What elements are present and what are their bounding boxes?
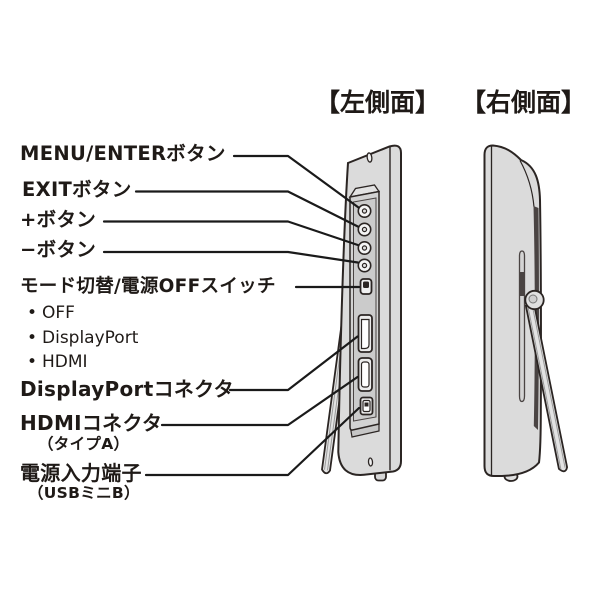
right-view-title: 【右側面】 [461,88,587,117]
mode-option-hdmi-text: HDMI [42,352,88,373]
label-hdmi-connector: HDMIコネクタ [20,411,163,435]
button-dot [361,226,368,233]
mode-option-hdmi: •HDMI [27,350,138,375]
label-exit-button: EXITボタン [22,178,132,201]
label-power-input: 電源入力端子 [20,461,142,485]
leader-exit [134,190,359,228]
stand-hinge [524,289,545,311]
mode-option-displayport: •DisplayPort [27,326,138,351]
leader-hdmi [160,375,359,427]
mode-option-off: •OFF [27,301,138,326]
menu-enter-button [357,204,372,219]
usb-mini-b-port [359,396,374,416]
right-stand-leg-ridges [527,304,566,470]
label-minus-button: −ボタン [20,238,97,261]
leader-displayport [228,335,359,392]
bullet-icon: • [27,327,38,348]
hdmi-port [357,357,373,392]
leader-power [144,406,361,477]
port-opening [360,318,370,350]
label-hdmi-type: （タイプA） [38,435,130,453]
left-view-title: 【左側面】 [315,88,441,117]
label-power-type: （USBミニB） [28,484,140,502]
port-pin [364,402,369,407]
label-plus-button: +ボタン [20,208,97,231]
button-dot [361,245,368,251]
left-side-view-illustration [321,144,402,482]
stand-groove-shadow [519,272,525,296]
bullet-icon: • [27,303,38,323]
mode-power-switch [359,278,373,295]
screw-hole-top [366,152,373,163]
leader-plus [102,220,359,247]
switch-knob [363,281,369,288]
leader-menu-enter [232,154,360,209]
back-shell-seam [519,160,535,208]
label-displayport-connector: DisplayPortコネクタ [20,377,234,401]
label-menu-enter-button: MENU/ENTERボタン [20,142,226,165]
label-mode-power-switch: モード切替/電源OFFスイッチ [20,276,276,297]
leader-minus [102,250,359,264]
button-dot [361,262,368,269]
mode-option-off-text: OFF [42,303,75,323]
mode-options-list: •OFF •DisplayPort •HDMI [27,301,138,375]
leader-lines [102,154,361,477]
button-dot [361,208,368,214]
displayport-port [357,314,373,353]
exit-button [357,222,372,237]
bullet-icon: • [27,352,38,373]
right-device-body [483,144,542,477]
plus-button [357,241,372,256]
minus-button [357,258,372,273]
right-side-view-illustration [483,144,569,482]
port-opening [360,361,370,388]
hinge-inner [528,294,538,304]
screw-hole-bottom [367,457,374,467]
mode-option-displayport-text: DisplayPort [42,327,139,348]
